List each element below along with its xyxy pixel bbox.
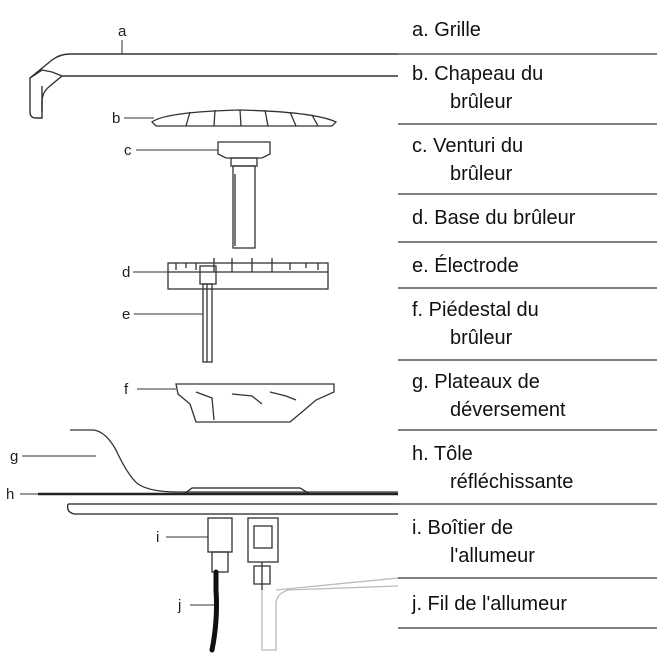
- legend-label-cont: déversement: [450, 399, 566, 421]
- legend-label: e. Électrode: [412, 255, 519, 277]
- legend-item-i: i. Boîtier de l'allumeur: [398, 514, 657, 570]
- callout-letters: a b c d e f g h i j: [6, 23, 181, 614]
- heat-reflector-part: [38, 487, 398, 515]
- legend-label: b. Chapeau du: [412, 63, 544, 85]
- legend-label: f. Piédestal du: [412, 299, 539, 321]
- legend-item-b: b. Chapeau du brûleur: [398, 60, 657, 116]
- legend-item-d: d. Base du brûleur: [398, 204, 657, 232]
- burner-venturi-part: [217, 141, 271, 249]
- legend-label-cont: brûleur: [450, 91, 513, 113]
- legend-label: c. Venturi du: [412, 135, 524, 157]
- gas-line-part: [261, 577, 399, 651]
- legend-item-f: f. Piédestal du brûleur: [398, 296, 657, 352]
- legend-label: j. Fil de l'allumeur: [412, 593, 567, 615]
- callout-j: j: [177, 597, 181, 614]
- callout-d: d: [122, 264, 130, 281]
- legend-label-cont: brûleur: [450, 327, 513, 349]
- legend-label-cont: réfléchissante: [450, 471, 574, 493]
- igniter-wire-part: [209, 569, 219, 653]
- parts-legend: a. Grille b. Chapeau du brûleur c. Ventu…: [398, 0, 657, 659]
- legend-label: i. Boîtier de: [412, 517, 514, 539]
- burner-cap-part: [151, 109, 338, 127]
- legend-item-e: e. Électrode: [398, 252, 657, 280]
- legend-label-cont: l'allumeur: [450, 545, 535, 567]
- legend-label: a. Grille: [412, 19, 481, 41]
- callout-i: i: [156, 529, 159, 546]
- callout-b: b: [112, 110, 120, 127]
- callout-e: e: [122, 306, 130, 323]
- drip-tray-part: [70, 429, 398, 493]
- callout-h: h: [6, 486, 14, 503]
- legend-label: d. Base du brûleur: [412, 207, 576, 229]
- callout-leaders: [20, 40, 218, 606]
- burner-base-part: [167, 258, 329, 290]
- grate-part: [29, 53, 398, 119]
- legend-separators: [398, 53, 657, 629]
- electrode-part: [202, 283, 213, 363]
- burner-pedestal-part: [175, 383, 335, 423]
- legend-label-cont: brûleur: [450, 163, 513, 185]
- legend-item-h: h. Tôle réfléchissante: [398, 440, 657, 496]
- callout-f: f: [124, 381, 129, 398]
- legend-label: h. Tôle: [412, 443, 473, 465]
- callout-a: a: [118, 23, 127, 40]
- legend-label: g. Plateaux de: [412, 371, 540, 393]
- callout-c: c: [124, 142, 132, 159]
- callout-g: g: [10, 448, 18, 465]
- legend-item-a: a. Grille: [398, 16, 657, 44]
- legend-item-g: g. Plateaux de déversement: [398, 368, 657, 424]
- igniter-box-part: [207, 517, 279, 590]
- legend-item-j: j. Fil de l'allumeur: [398, 590, 657, 618]
- legend-item-c: c. Venturi du brûleur: [398, 132, 657, 188]
